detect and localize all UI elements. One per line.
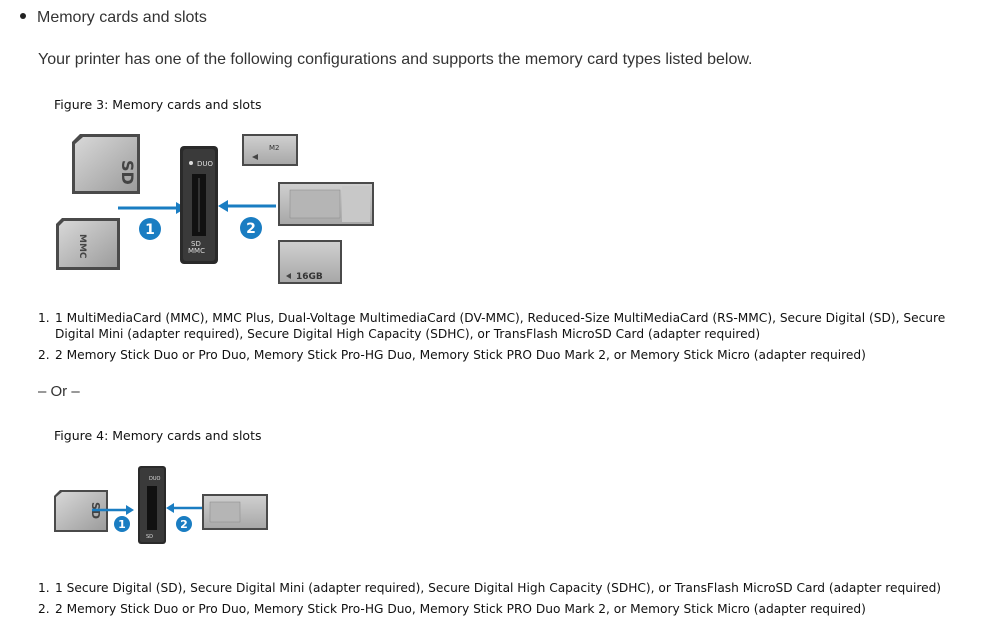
svg-text:1: 1: [145, 222, 155, 238]
figure4-list: 1.1 Secure Digital (SD), Secure Digital …: [38, 580, 988, 622]
m2-label: M2: [269, 144, 280, 152]
card-slot: DUO SD MMC: [180, 146, 218, 264]
figure3-caption: Figure 3: Memory cards and slots: [54, 97, 262, 112]
capacity-label: 16GB: [296, 272, 323, 282]
figure3-list: 1.1 MultiMediaCard (MMC), MMC Plus, Dual…: [38, 310, 988, 368]
svg-text:2: 2: [246, 221, 256, 237]
slot-duo-label: DUO: [149, 476, 161, 482]
list-item: 1.1 MultiMediaCard (MMC), MMC Plus, Dual…: [38, 311, 946, 341]
sd-card: SD: [54, 490, 108, 532]
slot-sd-label: SD: [191, 240, 201, 248]
arrow-2: [218, 200, 276, 212]
mmc-card-label: MMC: [77, 234, 87, 259]
sd-card: SD: [72, 134, 140, 194]
or-separator: – Or –: [38, 383, 80, 400]
slot-sd-label: SD: [146, 534, 153, 540]
list-item: 2.2 Memory Stick Duo or Pro Duo, Memory …: [38, 602, 866, 616]
figure4-caption: Figure 4: Memory cards and slots: [54, 428, 262, 443]
arrow-2: [166, 503, 202, 513]
slot-mmc-label: MMC: [188, 247, 205, 255]
bullet-dot: [20, 12, 26, 19]
callout-1: 1: [139, 218, 161, 240]
arrow-1: [92, 505, 134, 515]
intro-text: Your printer has one of the following co…: [38, 51, 753, 68]
svg-text:2: 2: [180, 518, 188, 531]
card-slot: DUO SD: [138, 466, 166, 544]
arrow-1: [118, 202, 186, 214]
list-item: 1.1 Secure Digital (SD), Secure Digital …: [38, 581, 942, 595]
memory-stick-duo: [278, 182, 374, 226]
callout-2: 2: [240, 217, 262, 239]
mmc-card: MMC: [56, 218, 120, 270]
m2-card: M2: [242, 134, 298, 166]
svg-text:1: 1: [118, 518, 126, 531]
figure4-illustration: SD 1 DUO SD 2: [54, 466, 268, 544]
callout-2: 2: [176, 516, 192, 532]
section-title: Memory cards and slots: [37, 9, 207, 26]
figure3-illustration: SD MMC 1 DUO SD MMC 2 M2: [56, 134, 374, 284]
memory-stick-duo: [202, 494, 268, 530]
sd-logo: SD: [118, 160, 137, 185]
section-bullet: Memory cards and slots: [20, 9, 207, 27]
memory-stick-16gb: 16GB: [278, 240, 342, 284]
slot-duo-label: DUO: [197, 160, 214, 168]
callout-1: 1: [114, 516, 130, 532]
list-item: 2.2 Memory Stick Duo or Pro Duo, Memory …: [38, 348, 866, 362]
